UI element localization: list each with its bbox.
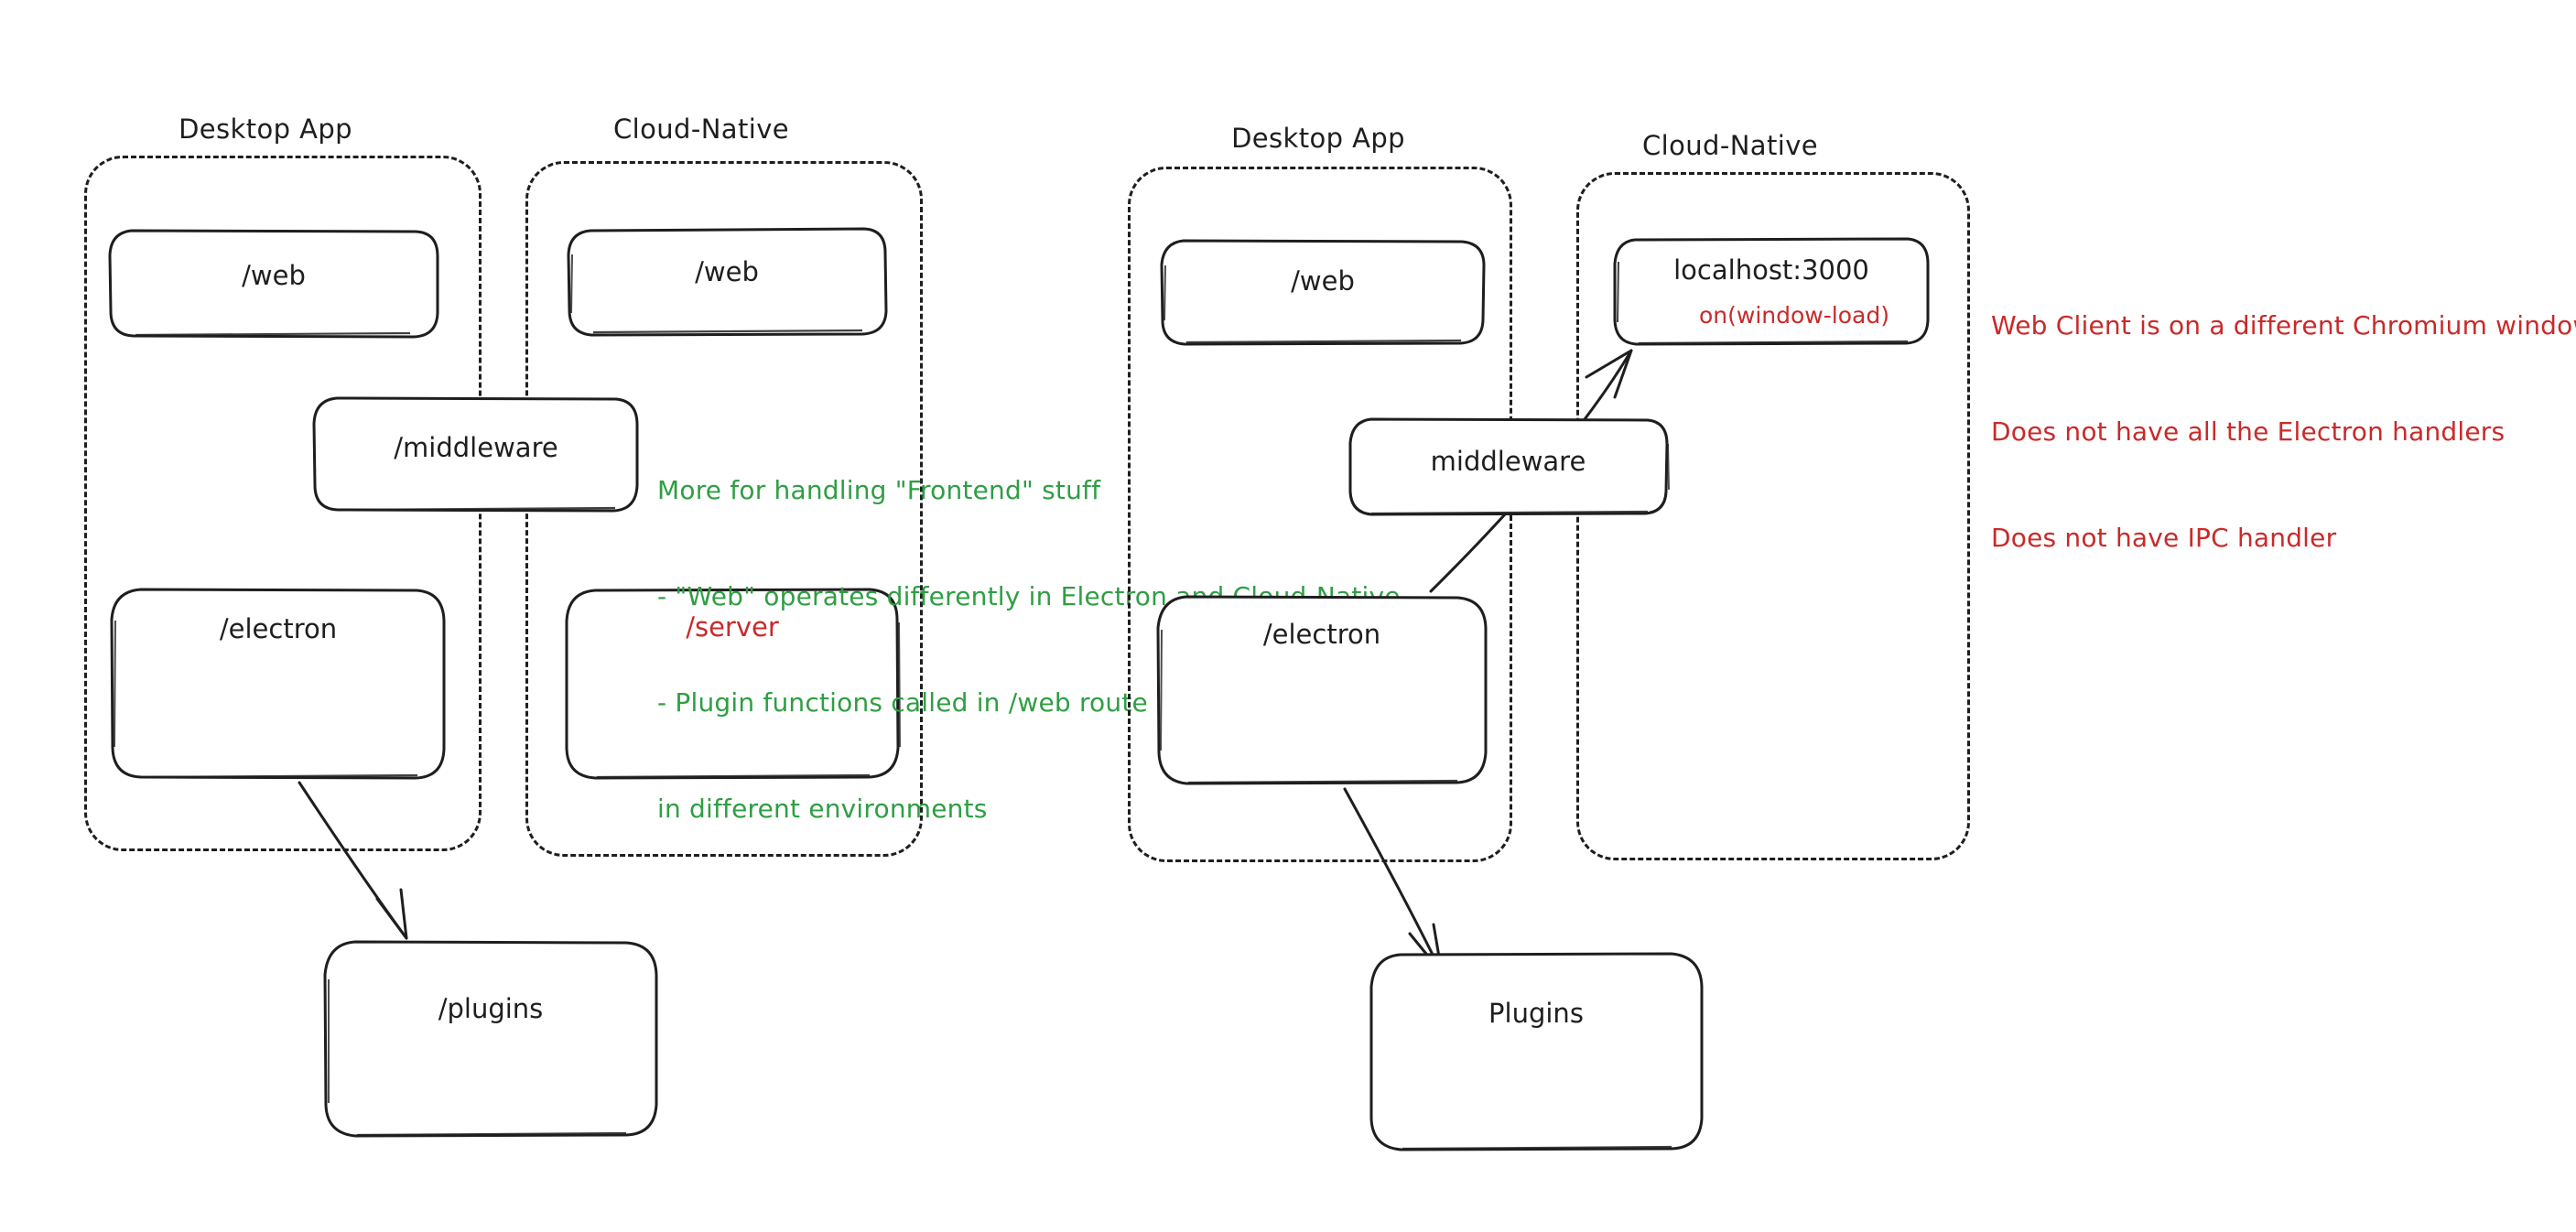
node-electron-left[interactable]: /electron <box>108 586 449 783</box>
node-plugins-right[interactable]: Plugins <box>1366 950 1706 1153</box>
node-middleware-right[interactable]: middleware <box>1346 416 1671 517</box>
group-label-cloud-native-left: Cloud-Native <box>613 113 789 145</box>
group-label-desktop-app-right: Desktop App <box>1231 123 1405 154</box>
node-electron-right[interactable]: /electron <box>1153 593 1490 787</box>
node-web-desktop-left[interactable]: /web <box>108 229 439 339</box>
group-label-cloud-native-right: Cloud-Native <box>1642 130 1818 161</box>
node-web-cloud-left[interactable]: /web <box>566 227 888 337</box>
annotation-line-4: in different environments <box>657 793 988 824</box>
group-container-cloud-native-right <box>1576 172 1970 860</box>
node-web-desktop-right[interactable]: /web <box>1159 238 1487 346</box>
group-label-desktop-app-left: Desktop App <box>179 113 352 145</box>
node-middleware-left[interactable]: /middleware <box>311 395 641 514</box>
annotation-line-1: More for handling "Frontend" stuff <box>657 475 1101 506</box>
annotation-red-line-1: Web Client is on a different Chromium wi… <box>1991 310 2576 341</box>
annotation-red-line-3: Does not have IPC handler <box>1991 523 2337 553</box>
node-plugins-left[interactable]: /plugins <box>320 938 661 1140</box>
annotation-web-client-notes: Web Client is on a different Chromium wi… <box>1991 238 2576 627</box>
annotation-red-line-2: Does not have all the Electron handlers <box>1991 416 2506 448</box>
node-localhost-3000[interactable]: localhost:3000 on(window-load) <box>1611 236 1932 346</box>
